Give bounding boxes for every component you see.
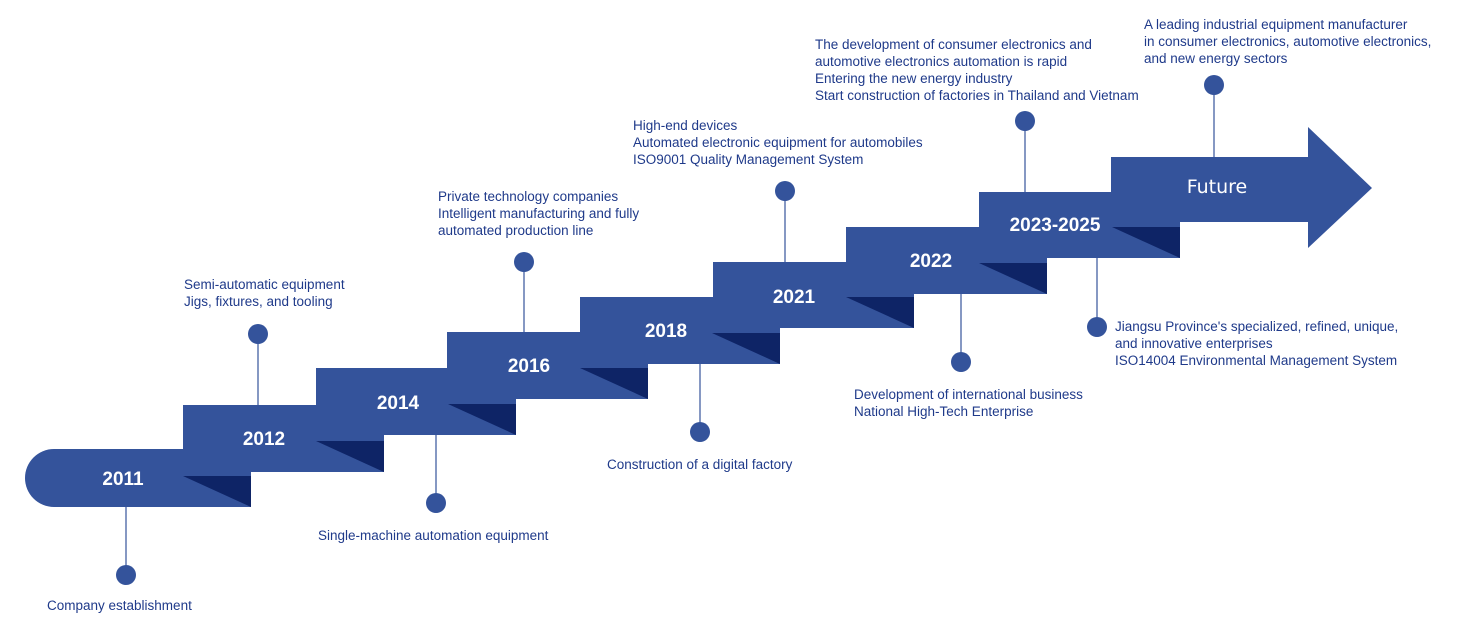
milestone-line: A leading industrial equipment manufactu…	[1144, 17, 1408, 32]
milestone-line: Company establishment	[47, 598, 192, 613]
step-fold	[979, 263, 1047, 294]
step-year-label: 2016	[508, 356, 550, 377]
milestone-line: automated production line	[438, 223, 594, 238]
milestone-line: High-end devices	[633, 118, 738, 133]
milestone-line: ISO14004 Environmental Management System	[1115, 353, 1398, 368]
connector-2021-marker	[775, 181, 795, 201]
step-year-label: 2021	[773, 287, 816, 308]
step-fold	[712, 333, 780, 364]
milestone-line: Construction of a digital factory	[607, 457, 793, 472]
milestone-line: Private technology companies	[438, 189, 619, 204]
future-arrow-shape	[1111, 127, 1372, 248]
milestone-line: in consumer electronics, automotive elec…	[1144, 34, 1432, 49]
milestone-line: and innovative enterprises	[1115, 336, 1273, 351]
step-2023-2025: 2023-2025	[979, 192, 1180, 258]
connector-2023-2025-upper-marker	[1015, 111, 1035, 131]
milestone-2011-text: Company establishment	[47, 597, 192, 614]
milestone-line: Automated electronic equipment for autom…	[633, 135, 923, 150]
milestone-line: Intelligent manufacturing and fully	[438, 206, 640, 221]
step-future-arrow: Future	[1111, 127, 1372, 248]
step-fold	[183, 476, 251, 507]
future-label: Future	[1187, 176, 1248, 198]
connector-2016-marker	[514, 252, 534, 272]
milestone-2018-text: Construction of a digital factory	[607, 456, 792, 473]
connector-2018-marker	[690, 422, 710, 442]
step-year-label: 2011	[102, 469, 144, 490]
connector-future-marker	[1204, 75, 1224, 95]
step-year-label: 2012	[243, 429, 285, 450]
milestone-line: Start construction of factories in Thail…	[815, 88, 1139, 103]
step-fold	[448, 404, 516, 435]
milestone-line: Single-machine automation equipment	[318, 528, 549, 543]
milestone-line: Jigs, fixtures, and tooling	[184, 294, 333, 309]
milestone-line: and new energy sectors	[1144, 51, 1288, 66]
step-fold	[846, 297, 914, 328]
connector-2014-marker	[426, 493, 446, 513]
milestone-line: Semi-automatic equipment	[184, 277, 345, 292]
milestone-line: Development of international business	[854, 387, 1083, 402]
milestone-2023-2025-upper-text: The development of consumer electronics …	[815, 36, 1139, 104]
milestone-line: automotive electronics automation is rap…	[815, 54, 1068, 69]
connector-2022-marker	[951, 352, 971, 372]
milestone-line: ISO9001 Quality Management System	[633, 152, 864, 167]
milestone-line: National High-Tech Enterprise	[854, 404, 1034, 419]
step-fold	[580, 368, 648, 399]
step-fold	[316, 441, 384, 472]
milestone-future-text: A leading industrial equipment manufactu…	[1144, 16, 1431, 67]
step-year-label: 2018	[645, 321, 687, 342]
step-year-label: 2022	[910, 251, 952, 272]
step-fold	[1112, 227, 1180, 258]
milestone-2014-text: Single-machine automation equipment	[318, 527, 548, 544]
connector-2023-2025-lower-marker	[1087, 317, 1107, 337]
connector-2012-marker	[248, 324, 268, 344]
step-year-label: 2023-2025	[1010, 215, 1101, 236]
connector-2011-marker	[116, 565, 136, 585]
milestone-line: The development of consumer electronics …	[815, 37, 1092, 52]
milestone-line: Entering the new energy industry	[815, 71, 1013, 86]
milestone-2023-2025-lower-text: Jiangsu Province's specialized, refined,…	[1115, 318, 1398, 369]
milestone-line: Jiangsu Province's specialized, refined,…	[1115, 319, 1399, 334]
step-year-label: 2014	[377, 393, 420, 414]
